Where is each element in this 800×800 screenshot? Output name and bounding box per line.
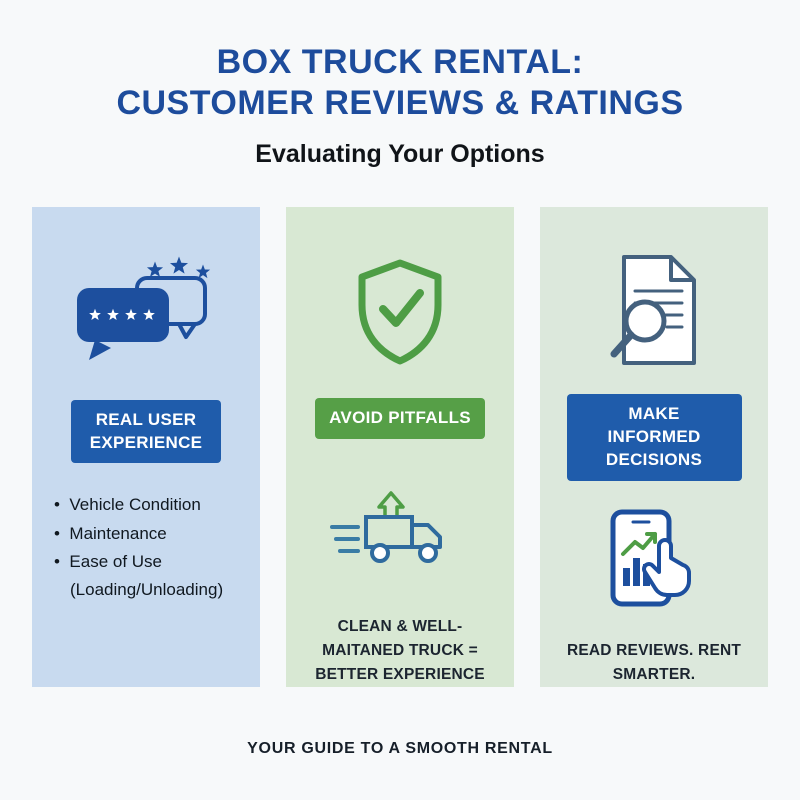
- shield-checkmark-icon: [358, 259, 442, 365]
- bullet-item: Vehicle Condition: [54, 491, 223, 519]
- document-magnifier-icon: [610, 255, 696, 366]
- bullet-item: Maintenance: [54, 520, 223, 548]
- panel-make-informed-decisions: MAKE INFORMED DECISIONS READ REVIEWS. RE…: [540, 206, 768, 687]
- icon-slot-main: [350, 251, 450, 375]
- badge-make-informed-decisions: MAKE INFORMED DECISIONS: [566, 393, 742, 481]
- bullet-item: Ease of Use: [54, 548, 223, 576]
- phone-chart-hand-icon: [610, 509, 691, 607]
- caption-reviews: READ REVIEWS. RENT SMARTER.: [566, 641, 742, 683]
- panel-real-user-experience: REAL USER EXPERIENCE Vehicle Condition M…: [32, 206, 260, 687]
- footer-tagline: YOUR GUIDE TO A SMOOTH RENTAL: [247, 740, 553, 757]
- speech-bubbles-with-stars-icon: [77, 256, 211, 360]
- columns-row: REAL USER EXPERIENCE Vehicle Condition M…: [0, 206, 800, 687]
- icon-slot-main: [71, 251, 221, 376]
- icon-slot-main: [597, 251, 712, 370]
- bullet-list: Vehicle Condition Maintenance Ease of Us…: [46, 491, 223, 603]
- badge-real-user-experience: REAL USER EXPERIENCE: [71, 399, 221, 464]
- page-title: BOX TRUCK RENTAL: CUSTOMER REVIEWS & RAT…: [0, 42, 800, 124]
- title-line-2: CUSTOMER REVIEWS & RATINGS: [116, 83, 684, 122]
- icon-slot-secondary: [599, 509, 709, 609]
- panel-avoid-pitfalls: AVOID PITFALLS CLEAN & WELL-MAITANED TRU…: [286, 206, 514, 687]
- badge-avoid-pitfalls: AVOID PITFALLS: [315, 398, 485, 440]
- bullet-item-continuation: (Loading/Unloading): [70, 579, 224, 599]
- page-subtitle: Evaluating Your Options: [255, 139, 545, 168]
- icon-slot-secondary: [330, 485, 470, 584]
- truck-upgrade-arrow-icon: [330, 491, 442, 563]
- header: BOX TRUCK RENTAL: CUSTOMER REVIEWS & RAT…: [0, 0, 800, 169]
- caption-truck: CLEAN & WELL-MAITANED TRUCK = BETTER EXP…: [315, 617, 485, 683]
- title-line-1: BOX TRUCK RENTAL:: [216, 43, 584, 81]
